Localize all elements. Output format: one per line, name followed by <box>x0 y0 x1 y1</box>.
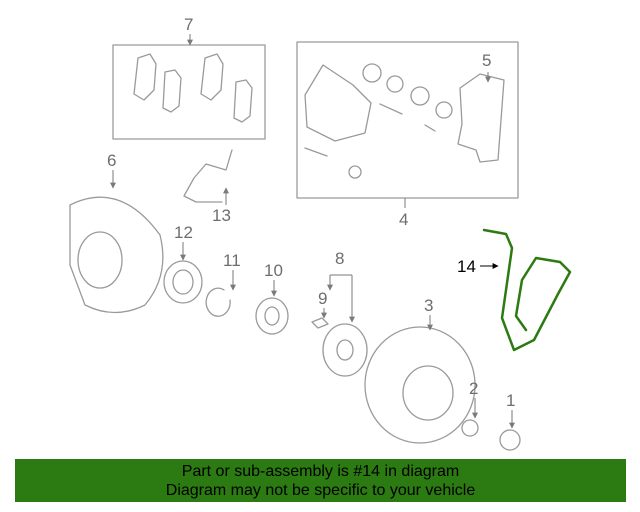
callout-3: 3 <box>424 296 433 315</box>
callout-14: 14 <box>457 257 476 276</box>
brake-pad-kit[interactable] <box>112 44 266 140</box>
banner-line-1: Part or sub-assembly is #14 in diagram <box>181 463 460 480</box>
hub-bearing[interactable] <box>255 297 289 335</box>
callout-13: 13 <box>212 206 231 225</box>
callout-11: 11 <box>223 251 241 270</box>
info-banner: Part or sub-assembly is #14 in diagram D… <box>15 459 626 502</box>
hub-nut[interactable] <box>461 419 479 437</box>
front-speed-sensor[interactable] <box>183 149 233 203</box>
callout-2: 2 <box>469 379 478 398</box>
caliper-assembly[interactable] <box>296 41 519 199</box>
parts-diagram: 7 5 4 6 13 12 11 10 8 9 3 2 1 14 <box>69 15 572 451</box>
callout-6: 6 <box>107 151 116 170</box>
callout-4: 4 <box>399 210 408 229</box>
highlighted-speed-sensor[interactable] <box>482 228 572 352</box>
callout-10: 10 <box>264 261 283 280</box>
axle-hub[interactable] <box>322 323 368 377</box>
callout-7: 7 <box>184 15 193 34</box>
banner-line-2: Diagram may not be specific to your vehi… <box>165 482 476 499</box>
brake-rotor[interactable] <box>364 326 476 444</box>
callout-1: 1 <box>506 391 515 410</box>
wheel-bearing[interactable] <box>163 260 203 304</box>
lug-nut[interactable] <box>499 429 521 451</box>
dust-shield[interactable] <box>69 196 164 314</box>
snap-ring[interactable] <box>205 287 231 317</box>
callout-8: 8 <box>335 249 344 268</box>
callout-9: 9 <box>318 289 327 308</box>
callout-5: 5 <box>482 51 491 70</box>
callout-12: 12 <box>174 223 193 242</box>
hub-bolt[interactable] <box>311 317 329 329</box>
